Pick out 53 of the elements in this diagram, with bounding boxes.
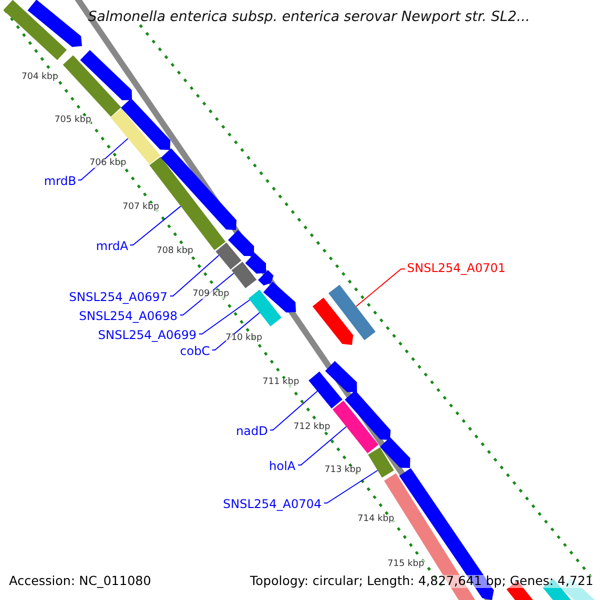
scale-label: 715 kbp (388, 560, 424, 568)
leader-line (170, 254, 220, 296)
leader-line (298, 426, 347, 466)
gene-bar (368, 447, 394, 478)
gene-bar (28, 0, 82, 47)
gene-bar (258, 270, 274, 286)
scale-label: 705 kbp (54, 116, 92, 124)
gene-bar (228, 230, 254, 256)
gene-bar (216, 242, 242, 270)
gene-bar (120, 98, 170, 150)
gene-bar (80, 50, 132, 100)
gene-label: nadD (236, 425, 268, 437)
gene-bar (160, 148, 236, 230)
footer-text: Topology: circular; Length: 4,827,641 bp; Genes: 4,721 (250, 575, 594, 588)
gene-label: SNSL254_A0698 (79, 310, 178, 322)
scale-label: 712 kbp (294, 422, 330, 432)
gene-bar (312, 298, 354, 345)
gene-bar (62, 55, 122, 117)
leader-line (198, 299, 250, 334)
gene-bar (328, 284, 376, 340)
scale-label: 713 kbp (324, 466, 362, 474)
leader-line (130, 206, 182, 246)
gene-bar (380, 437, 410, 468)
gene-label: SNSL254_A0704 (223, 498, 322, 510)
gene-bar (231, 262, 257, 288)
gene-label: SNSL254_A0697 (69, 291, 168, 303)
gene-bar (332, 400, 378, 454)
gene-bar (3, 0, 67, 60)
gene-bar (245, 252, 266, 274)
gene-label: cobC (180, 345, 210, 357)
gene-bar (308, 372, 342, 408)
gene-label: SNSL254_A0701 (407, 262, 506, 274)
gene-bar (344, 390, 391, 440)
footer-text: Accession: NC_011080 (9, 575, 152, 588)
title: Salmonella enterica subsp. enterica serovar Newport str. SL2... (88, 10, 530, 24)
scale-label: 708 kbp (156, 246, 194, 256)
scale-label: 711 kbp (262, 378, 300, 386)
scale-label: 706 kbp (90, 158, 126, 168)
scale-label: 714 kbp (358, 514, 394, 524)
scale-label: 707 kbp (122, 202, 160, 212)
gene-bar (325, 360, 357, 392)
gene-bar (263, 282, 296, 313)
leader-line (324, 470, 378, 504)
scale-label: 710 kbp (226, 334, 262, 342)
gene-bar (248, 290, 282, 326)
gene-label: mrdB (44, 175, 76, 187)
gene-label: holA (269, 460, 296, 472)
leader-line (356, 268, 406, 307)
leader-line (270, 390, 318, 430)
scale-label: 704 kbp (22, 72, 58, 82)
scale-label: 709 kbp (192, 290, 230, 298)
gene-label: mrdA (96, 240, 128, 252)
gene-label: SNSL254_A0699 (98, 329, 197, 341)
